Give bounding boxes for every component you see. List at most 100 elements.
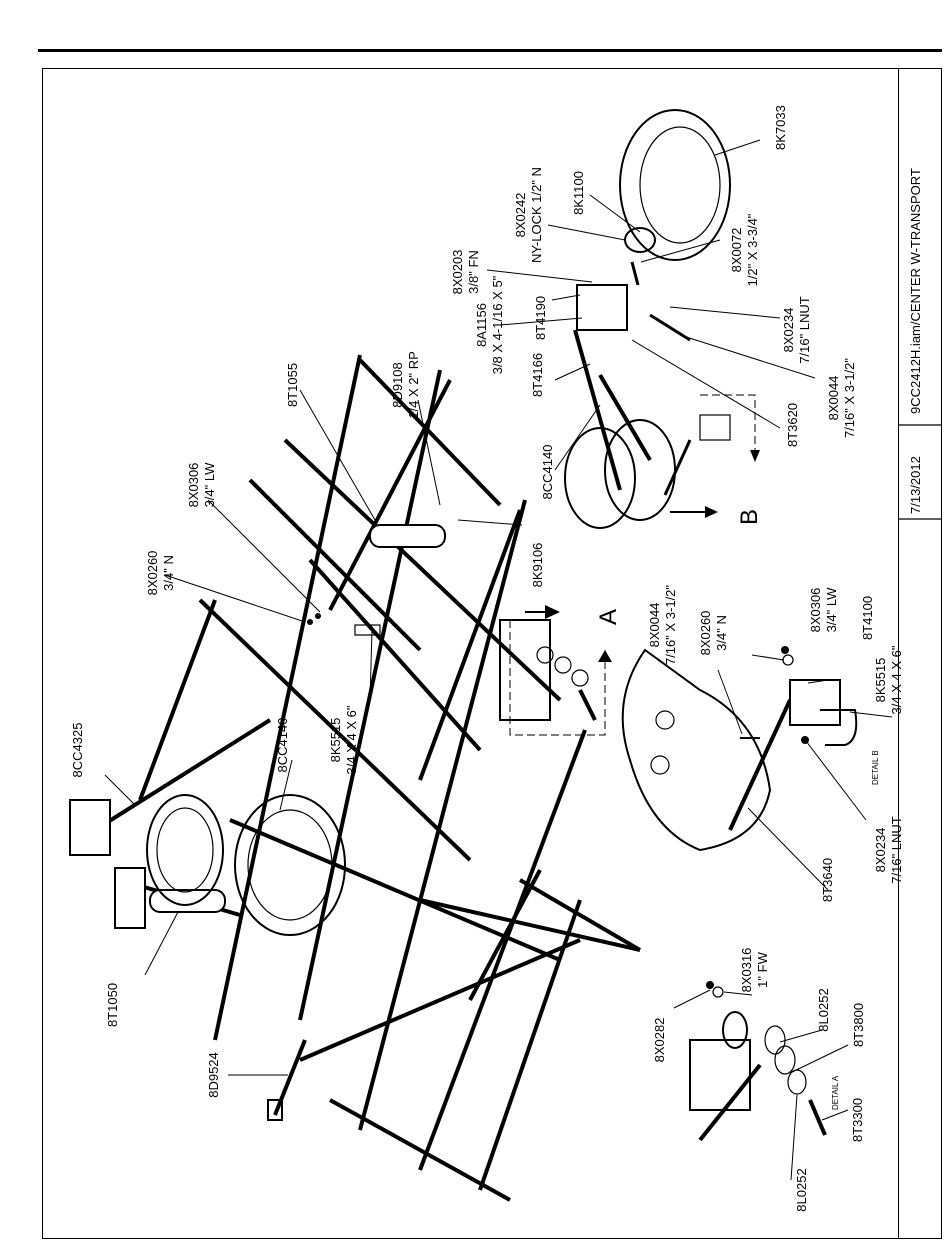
housing-hole: [655, 710, 675, 730]
leader-lines: [104, 139, 893, 1181]
wheel-arm: [573, 329, 622, 491]
wheel-housing: [621, 648, 772, 852]
callout-desc: 1" FW: [755, 951, 770, 987]
hub-bolt: [630, 261, 640, 286]
drawing-frame: [42, 68, 942, 1239]
callout-part: 8X0306: [808, 588, 823, 633]
detail-a: [689, 981, 827, 1142]
section-b-outline: [700, 394, 756, 455]
center-wheel: [146, 794, 224, 906]
callout-part: 8D9108: [390, 362, 405, 408]
center-wheel-rim: [247, 809, 333, 921]
section-b-arrow: [750, 450, 760, 462]
hitch-tongue: [518, 878, 642, 952]
callout-part: 8T4190: [533, 296, 548, 340]
cross-member: [229, 818, 561, 962]
frame-rail: [213, 354, 362, 1041]
detail-b: [621, 646, 858, 852]
detail-b-label: DETAIL B: [871, 750, 880, 785]
callout-part: 8X0316: [739, 948, 754, 993]
callout-desc: 3/4" N: [161, 555, 176, 591]
callout-part: 8A1156: [474, 303, 489, 347]
frame-rail: [478, 899, 582, 1191]
callout-part: 8X0203: [450, 250, 465, 295]
mount-plate: [789, 679, 841, 726]
callout-part: 8K5515: [873, 658, 888, 703]
frame-rail: [418, 729, 587, 1171]
spacer: [774, 1045, 796, 1075]
title-block: [898, 68, 942, 1239]
pin-clevis: [267, 1099, 283, 1121]
callout-desc: 3/4" N: [714, 615, 729, 651]
center-wheel: [234, 794, 346, 936]
detail-a-label: DETAIL A: [831, 1075, 840, 1110]
cross-member: [198, 598, 472, 862]
hitch-washer: [554, 656, 572, 674]
nut: [307, 619, 313, 625]
bolt: [663, 439, 692, 496]
spacer: [787, 1069, 807, 1095]
cross-member: [419, 898, 641, 952]
callout-part: 8D9524: [206, 1052, 221, 1098]
callout-desc: 7/16" X 3-1/2": [842, 358, 857, 438]
callout-part: 8K7033: [773, 105, 788, 150]
hitch-mount: [499, 619, 551, 721]
flat-washer: [712, 986, 724, 998]
hitch-washer: [571, 669, 589, 687]
callout-part: 8X0044: [826, 376, 841, 421]
callout-desc: 7/16" LNUT: [889, 816, 904, 884]
callout-part: 8K5515: [328, 718, 343, 763]
callout-desc: NY-LOCK 1/2" N: [529, 167, 544, 263]
u-bolt: [354, 624, 381, 636]
callout-part: 8T3640: [820, 858, 835, 902]
callout-desc: 3/4" LW: [824, 587, 839, 633]
callout-part: 8X0234: [873, 828, 888, 873]
bracket: [699, 414, 731, 441]
hitch-pin: [578, 689, 597, 721]
hydraulic-cylinder: [369, 524, 446, 548]
callout-desc: 7/16" LNUT: [797, 296, 812, 364]
transport-tire: [619, 109, 731, 261]
section-a-arrow: [545, 605, 560, 619]
callout-desc: 7/16" X 3-1/2": [663, 585, 678, 665]
callout-desc: 1/4 X 2" RP: [406, 351, 421, 418]
axle-tube: [728, 699, 792, 831]
callout-part: 8X0260: [145, 551, 160, 596]
callout-desc: 3/8 X 4-1/16 X 5": [490, 275, 505, 374]
frame-rail: [138, 599, 217, 801]
callout-desc: 3/8" FN: [466, 250, 481, 294]
callout-desc: 1/2" X 3-3/4": [745, 213, 760, 286]
callout-part: 8T4100: [860, 596, 875, 640]
hitch-housing: [689, 1039, 751, 1111]
callout-part: 8CC4140: [275, 718, 290, 773]
callout-part: 8CC4325: [70, 723, 85, 778]
spindle-plate: [576, 284, 628, 331]
wing-lift-arm: [93, 718, 272, 832]
callout-part: 8T3300: [850, 1098, 865, 1142]
section-b-marker: B: [736, 509, 763, 525]
clevis-bracket: [69, 799, 111, 856]
callout-desc: 3/4 X 4 X 6": [344, 705, 359, 774]
housing-hole: [650, 755, 670, 775]
title-block-drawing-name: 9CC2412H.iam/CENTER W-TRANSPORT: [908, 168, 923, 414]
cross-member: [468, 869, 542, 1001]
section-a-outline: [509, 620, 606, 736]
nut: [315, 613, 321, 619]
lift-arm-bracket: [114, 867, 146, 929]
callout-part: 8X0260: [698, 611, 713, 656]
cross-member: [248, 478, 422, 652]
callout-part: 8X0306: [186, 463, 201, 508]
nut: [706, 981, 714, 989]
section-a-marker: A: [595, 609, 622, 625]
diagonal-brace: [328, 379, 452, 611]
hitch-collar: [722, 1011, 748, 1049]
callout-part: 8T3800: [851, 1003, 866, 1047]
callout-part: 8X0072: [729, 228, 744, 273]
callout-part: 8L0252: [794, 1168, 809, 1211]
diagonal-brace: [418, 509, 522, 781]
callout-part: 8CC4140: [540, 445, 555, 500]
transport-wheel-assembly: [564, 109, 760, 529]
cross-member: [358, 358, 502, 507]
pin: [808, 1099, 827, 1136]
